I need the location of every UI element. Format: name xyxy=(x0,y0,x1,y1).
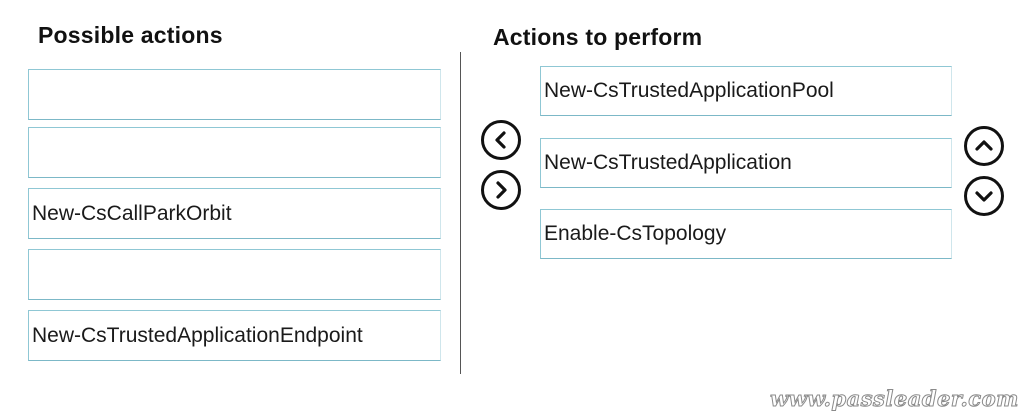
move-right-button[interactable] xyxy=(481,170,521,210)
actions-to-perform-title: Actions to perform xyxy=(493,24,703,50)
watermark: www.passleader.com xyxy=(770,386,1019,412)
move-up-button[interactable] xyxy=(964,126,1004,166)
chevron-up-icon xyxy=(975,140,993,151)
move-down-button[interactable] xyxy=(964,176,1004,216)
panel-divider xyxy=(460,52,461,374)
possible-action-slot-4[interactable] xyxy=(28,249,441,300)
chevron-down-icon xyxy=(975,191,993,202)
possible-action-slot-2[interactable] xyxy=(28,127,441,178)
possible-action-new-cstrustedapplicationendpoint[interactable]: New-CsTrustedApplicationEndpoint xyxy=(28,310,441,361)
perform-action-enable-cstopology[interactable]: Enable-CsTopology xyxy=(540,209,952,259)
possible-action-new-cscallparkorbit[interactable]: New-CsCallParkOrbit xyxy=(28,188,441,239)
chevron-right-icon xyxy=(496,181,507,199)
possible-action-slot-1[interactable] xyxy=(28,69,441,120)
possible-actions-title: Possible actions xyxy=(38,22,223,48)
chevron-left-icon xyxy=(495,131,506,149)
perform-action-new-cstrustedapplication[interactable]: New-CsTrustedApplication xyxy=(540,138,952,188)
move-left-button[interactable] xyxy=(481,120,521,160)
perform-action-new-cstrustedapplicationpool[interactable]: New-CsTrustedApplicationPool xyxy=(540,66,952,116)
